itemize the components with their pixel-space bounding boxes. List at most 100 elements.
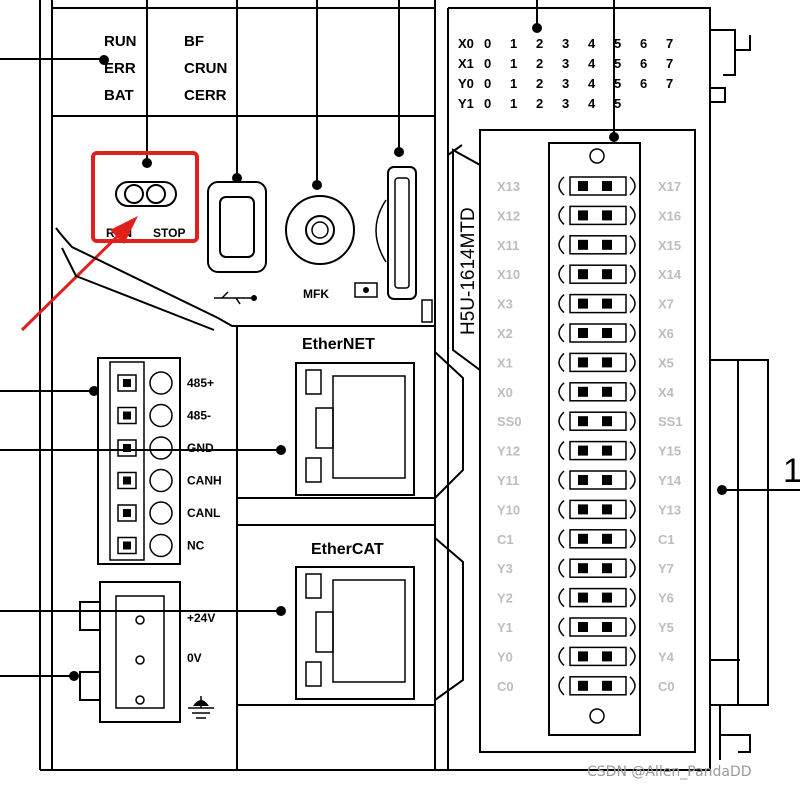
io-led-number: 1 <box>510 96 517 111</box>
terminal-pin-left <box>578 239 588 250</box>
io-led-number: 5 <box>614 96 621 111</box>
io-led-number: 6 <box>640 36 647 51</box>
side-callout-number: 1 <box>783 452 800 490</box>
terminal-pin-right <box>602 475 612 485</box>
sd-card-slot[interactable] <box>375 166 417 300</box>
terminal-pin-left <box>578 475 588 485</box>
terminal-slot <box>569 587 627 608</box>
io-led-number: 0 <box>484 76 491 91</box>
terminal-pin-right <box>602 651 612 662</box>
comm-terminal-row: GND <box>117 436 214 460</box>
terminal-row: X0 X4 <box>497 382 675 402</box>
terminal-slot <box>569 352 627 373</box>
terminal-slot <box>569 176 627 196</box>
terminal-left-label: X13 <box>497 179 520 194</box>
terminal-left-label: Y3 <box>497 561 513 576</box>
watermark: CSDN @Allen_PandaDD <box>587 764 752 780</box>
small-slot <box>421 299 433 323</box>
led-bat-label: BAT <box>104 87 134 104</box>
terminal-pin-left <box>578 563 588 574</box>
right-mount <box>710 29 769 760</box>
terminal-left-label: Y2 <box>497 591 513 606</box>
comm-terminal-label: CANH <box>187 474 222 488</box>
terminal-pin-left <box>578 328 588 338</box>
terminal-pin-right <box>602 239 612 250</box>
comm-terminal-label: GND <box>187 441 214 455</box>
terminal-left-label: Y0 <box>497 649 513 664</box>
terminal-pin-right <box>602 445 612 456</box>
terminal-slot <box>569 205 627 226</box>
terminal-pin-left <box>578 504 588 515</box>
comm-terminal-label: NC <box>187 539 205 553</box>
terminal-right-label: X15 <box>658 238 681 253</box>
panel-slope-lower <box>61 247 215 331</box>
io-led-number: 7 <box>666 36 673 51</box>
terminal-slot <box>569 264 627 284</box>
terminal-left-label: SS0 <box>497 414 522 429</box>
led-run-label: RUN <box>104 33 137 50</box>
io-led-number: 3 <box>562 96 569 111</box>
terminal-slot <box>569 499 627 520</box>
terminal-pin-right <box>602 298 612 309</box>
terminal-pin-right <box>602 357 612 368</box>
ethernet-port[interactable] <box>295 362 415 496</box>
terminal-pin-right <box>602 328 612 338</box>
terminal-right-label: Y6 <box>658 591 674 606</box>
terminal-right-label: Y15 <box>658 444 681 459</box>
terminal-pin-left <box>578 298 588 309</box>
terminal-pin-right <box>602 386 612 397</box>
io-terminal-block <box>548 142 641 736</box>
terminal-left-label: Y12 <box>497 444 520 459</box>
terminal-left-label: X11 <box>497 238 519 253</box>
comm-terminal-label: 485+ <box>187 376 214 390</box>
io-led-number: 6 <box>640 56 647 71</box>
io-led-number: 0 <box>484 56 491 71</box>
switch-highlight-box <box>91 151 199 243</box>
ground-icon <box>188 696 214 719</box>
terminal-pin-left <box>578 533 588 544</box>
terminal-pin-left <box>578 357 588 368</box>
terminal-pin-right <box>602 416 612 427</box>
terminal-pin-right <box>602 563 612 574</box>
io-led-number: 4 <box>588 96 596 111</box>
terminal-left-label: X2 <box>497 326 513 341</box>
io-led-number: 5 <box>614 56 621 71</box>
comm-terminal-row: 485- <box>117 403 211 428</box>
terminal-left-label: X12 <box>497 208 520 223</box>
mfk-button[interactable] <box>285 195 355 265</box>
comm-terminal-label: 485- <box>187 409 211 423</box>
io-led-number: 7 <box>666 76 673 91</box>
terminal-pin-right <box>602 181 612 191</box>
terminal-left-label: C1 <box>497 532 514 547</box>
ethercat-port[interactable] <box>295 566 415 700</box>
io-led-number: 7 <box>666 56 673 71</box>
terminal-right-label: X4 <box>658 385 675 400</box>
terminal-right-label: X14 <box>658 267 682 282</box>
led-bf-label: BF <box>184 33 204 50</box>
terminal-row: X11 X15 <box>497 235 681 255</box>
terminal-left-label: X0 <box>497 385 513 400</box>
io-led-number: 3 <box>562 76 569 91</box>
terminal-slot <box>569 235 627 255</box>
top-leader-lines <box>0 0 615 183</box>
terminal-pin-left <box>578 680 588 691</box>
led-err-label: ERR <box>104 60 136 77</box>
usb-port[interactable] <box>207 181 267 305</box>
terminal-right-label: X5 <box>658 355 674 370</box>
red-arrow <box>20 216 138 332</box>
terminal-right-label: SS1 <box>658 414 683 429</box>
terminal-pin-left <box>578 269 588 280</box>
sd-card-icon <box>354 282 378 298</box>
terminal-right-label: Y7 <box>658 561 674 576</box>
terminal-right-label: X16 <box>658 208 681 223</box>
terminal-pin-right <box>602 210 612 221</box>
io-led-number: 2 <box>536 76 543 91</box>
